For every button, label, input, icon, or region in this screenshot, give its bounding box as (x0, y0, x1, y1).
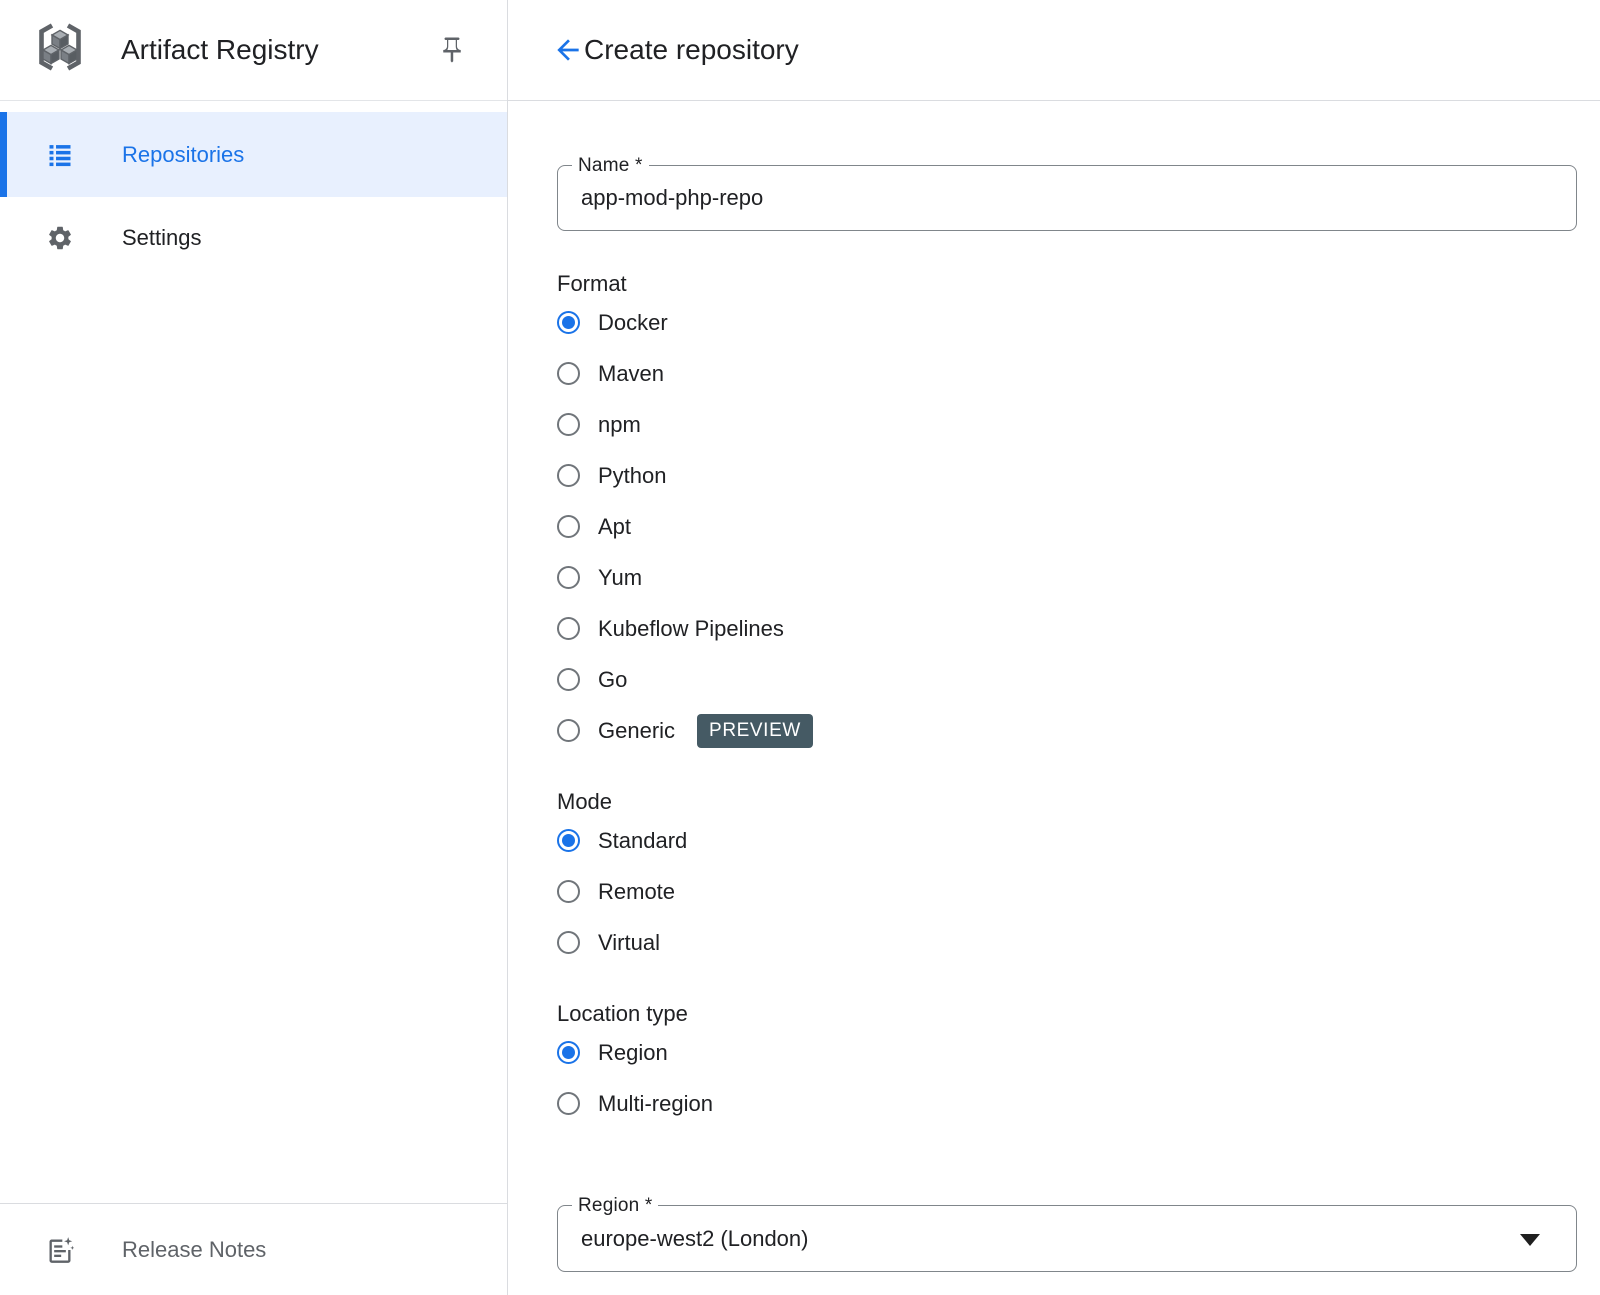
format-option-npm[interactable]: npm (557, 399, 1577, 450)
create-repository-form: Name * Format Docker Maven npm (508, 101, 1600, 1272)
format-radio-group: Docker Maven npm Python Apt (557, 297, 1577, 756)
location-option-region[interactable]: Region (557, 1027, 1577, 1078)
name-field: Name * (557, 156, 1577, 231)
radio-label: Apt (598, 513, 632, 539)
format-heading: Format (557, 271, 627, 296)
region-select-label: Region * (572, 1196, 659, 1216)
radio-selected-icon[interactable] (557, 311, 580, 334)
main-panel: Create repository Name * Format Docker M… (508, 0, 1600, 1295)
radio-label: Region (598, 1039, 668, 1065)
radio-label: Standard (598, 827, 688, 853)
back-arrow-icon[interactable] (552, 34, 584, 66)
preview-badge: PREVIEW (697, 713, 813, 748)
location-type-radio-group: Region Multi-region (557, 1027, 1577, 1129)
release-notes-link[interactable]: Release Notes (0, 1203, 507, 1295)
radio-label: Python (598, 462, 667, 488)
radio-label: Maven (598, 360, 665, 386)
format-option-maven[interactable]: Maven (557, 348, 1577, 399)
radio-icon[interactable] (557, 413, 580, 436)
radio-icon[interactable] (557, 362, 580, 385)
radio-icon[interactable] (557, 1092, 580, 1115)
gear-icon (49, 226, 71, 249)
sidebar-nav: Repositories Settings (0, 101, 507, 278)
location-type-heading: Location type (557, 1001, 688, 1026)
location-option-multi-region[interactable]: Multi-region (557, 1078, 1577, 1129)
mode-radio-group: Standard Remote Virtual (557, 815, 1577, 968)
region-select-value: europe-west2 (London) (581, 1225, 809, 1251)
radio-label: Yum (598, 564, 643, 590)
mode-option-virtual[interactable]: Virtual (557, 917, 1577, 968)
artifact-registry-logo-icon (39, 23, 81, 71)
format-option-go[interactable]: Go (557, 654, 1577, 705)
radio-label: npm (598, 411, 641, 437)
mode-option-remote[interactable]: Remote (557, 866, 1577, 917)
format-option-yum[interactable]: Yum (557, 552, 1577, 603)
format-option-docker[interactable]: Docker (557, 297, 1577, 348)
list-icon (49, 144, 71, 166)
mode-heading: Mode (557, 789, 613, 814)
format-option-python[interactable]: Python (557, 450, 1577, 501)
sidebar-item-repositories[interactable]: Repositories (0, 112, 507, 197)
radio-selected-icon[interactable] (557, 829, 580, 852)
radio-selected-icon[interactable] (557, 1041, 580, 1064)
name-field-label: Name * (572, 156, 649, 176)
pin-icon[interactable] (437, 35, 467, 65)
radio-icon[interactable] (557, 719, 580, 742)
radio-label: Virtual (598, 929, 660, 955)
radio-icon[interactable] (557, 668, 580, 691)
format-option-apt[interactable]: Apt (557, 501, 1577, 552)
radio-label: Remote (598, 878, 676, 904)
radio-label: Docker (598, 309, 668, 335)
radio-icon[interactable] (557, 880, 580, 903)
region-select[interactable]: Region * europe-west2 (London) (557, 1196, 1577, 1272)
page-header: Create repository (508, 0, 1600, 101)
format-option-kubeflow-pipelines[interactable]: Kubeflow Pipelines (557, 603, 1577, 654)
dropdown-caret-icon (1520, 1233, 1540, 1246)
format-option-generic[interactable]: Generic PREVIEW (557, 705, 1577, 756)
radio-label: Multi-region (598, 1090, 713, 1116)
radio-icon[interactable] (557, 566, 580, 589)
radio-label: Generic (598, 717, 676, 743)
radio-label: Kubeflow Pipelines (598, 615, 784, 641)
release-notes-icon (49, 1236, 74, 1263)
mode-option-standard[interactable]: Standard (557, 815, 1577, 866)
radio-icon[interactable] (557, 515, 580, 538)
release-notes-label: Release Notes (122, 1236, 267, 1262)
sidebar-item-label: Settings (122, 224, 202, 250)
radio-icon[interactable] (557, 617, 580, 640)
sidebar-item-label: Repositories (122, 141, 245, 167)
sidebar-header: Artifact Registry (0, 0, 507, 101)
radio-icon[interactable] (557, 931, 580, 954)
sidebar-title: Artifact Registry (121, 34, 319, 65)
name-input[interactable] (558, 185, 1576, 211)
sidebar-item-settings[interactable]: Settings (0, 197, 507, 278)
page-title: Create repository (584, 34, 799, 65)
radio-icon[interactable] (557, 464, 580, 487)
radio-label: Go (598, 666, 628, 692)
sidebar: Artifact Registry Repositories Setting (0, 0, 508, 1295)
